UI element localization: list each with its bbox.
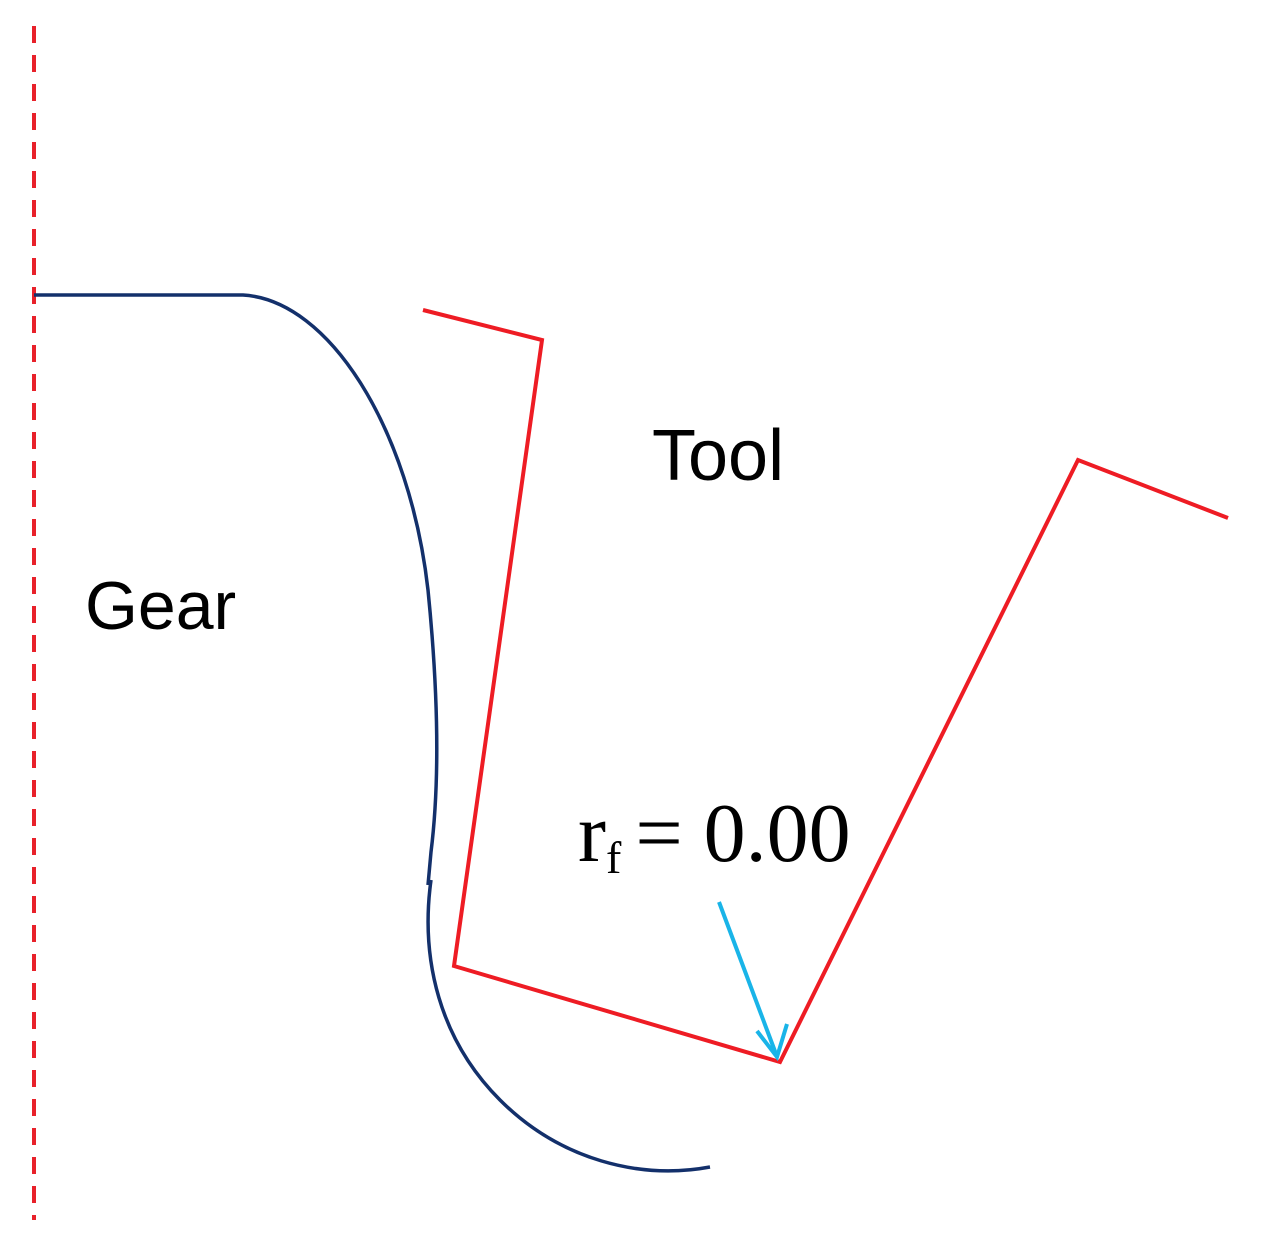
- fillet-radius-label: rf= 0.00: [578, 792, 851, 881]
- tool-profile: [422, 308, 1229, 1065]
- radius-value: = 0.00: [635, 787, 851, 880]
- gear-profile-upper: [34, 293, 439, 886]
- gear-label: Gear: [85, 568, 237, 644]
- radius-arrow-head: [755, 1023, 789, 1062]
- radius-arrow-shaft: [717, 901, 778, 1055]
- radius-subscript: f: [605, 832, 622, 883]
- tool-label: Tool: [652, 416, 785, 496]
- radius-symbol: r: [578, 787, 606, 880]
- gear-profile-fillet: [426, 879, 711, 1173]
